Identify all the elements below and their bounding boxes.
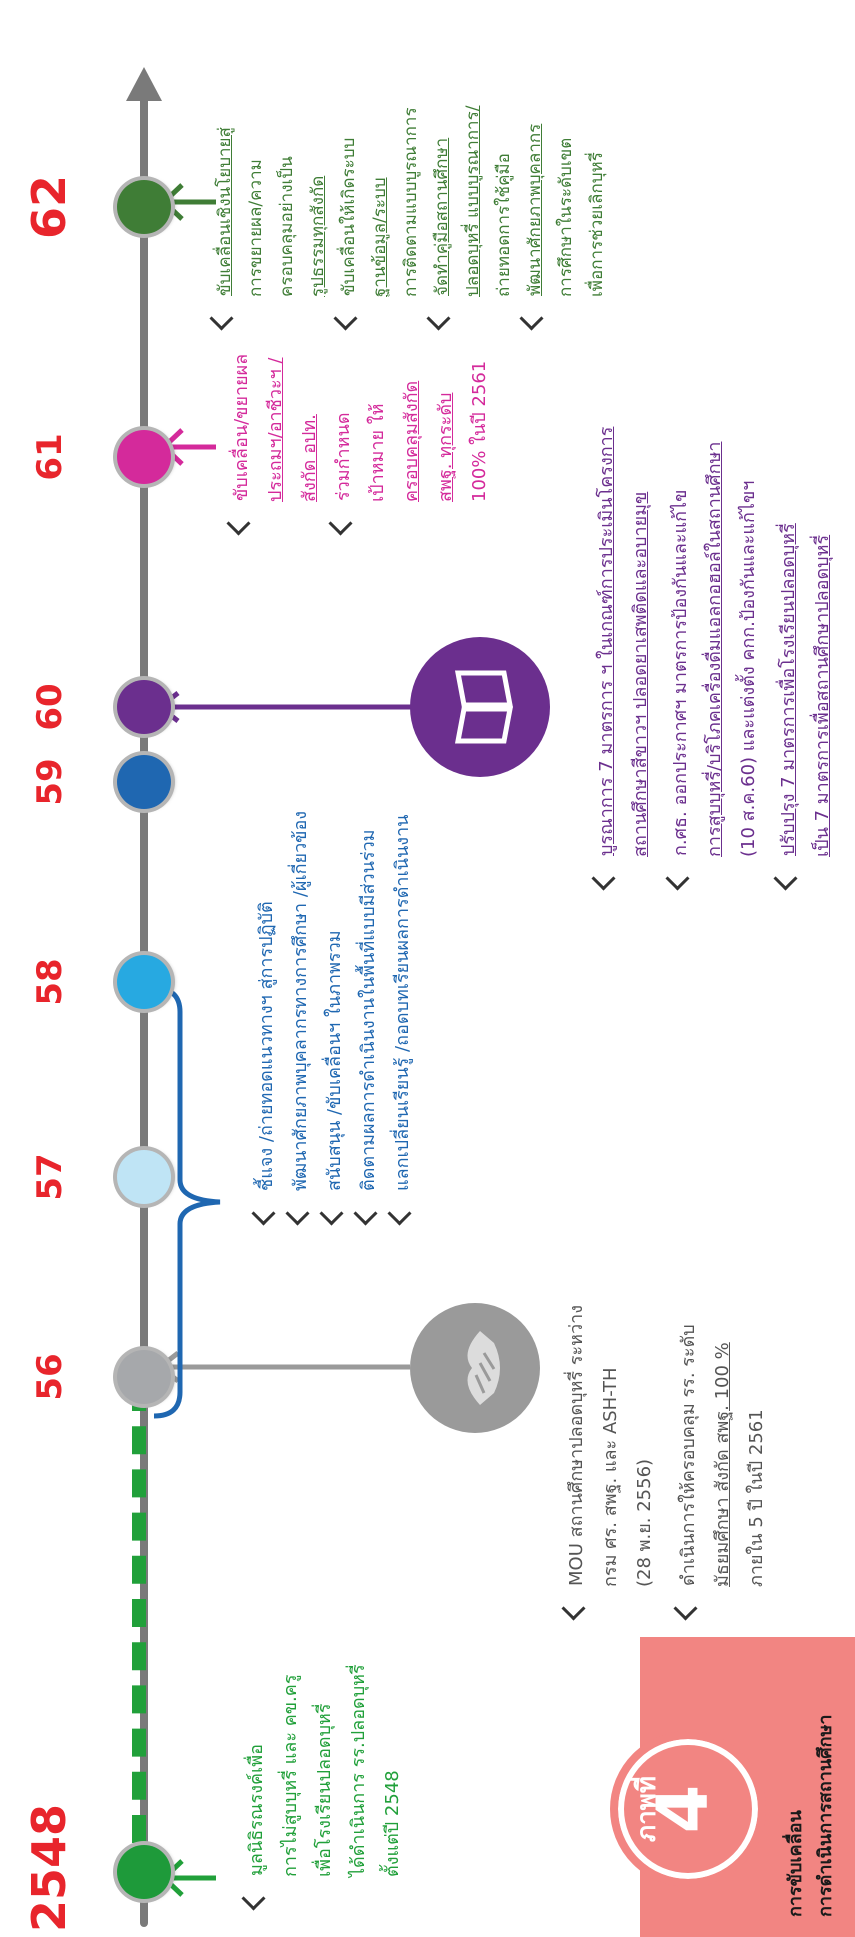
text-62-item4-line3: เพื่อการช่วยเลิกบุหรี่ — [587, 152, 607, 297]
bullet-icon — [665, 866, 690, 891]
text-62: ขับเคลื่อนเชิงนโยบายสู่ การขยายผล/ความ ค… — [209, 105, 613, 331]
text-62-item1-line3: ครอบคลุมอย่างเป็น — [277, 156, 297, 297]
text-56-item1-line3: (28 พ.ย. 2556) — [634, 1458, 655, 1587]
text-60-item1-line1: บูรณาการ 7 มาตรการ ฯ ในเกณฑ์การประเมินโค… — [596, 426, 617, 856]
text-62-item1-line2: การขยายผล/ความ — [246, 159, 266, 297]
text-62-item4-line2: การศึกษาในระดับเขต — [556, 137, 576, 297]
text-60-item1-line2: สถานศึกษาสีขาวฯ ปลอดยาเสพติดและอบายมุข — [630, 491, 651, 857]
text-61-item1-line3: สังกัด อปท. — [299, 414, 320, 502]
timeline-node-61 — [117, 430, 171, 484]
text-56: MOU สถานศึกษาปลอดบุหรี่ ระหว่าง กรม ศร. … — [560, 1304, 774, 1621]
text-62-item3-line2: ปลอดบุหรี่ แบบบูรณาการ/ — [463, 105, 483, 297]
text-56-item2-line1: ดำเนินการให้ครอบคลุม รร. ระดับ — [678, 1324, 699, 1586]
timeline-node-56 — [117, 1350, 171, 1404]
text-61: ขับเคลื่อน/ขยายผล ประถมฯ/อาชีวะฯ / สังกั… — [225, 353, 497, 536]
text-62-item3-line1: จัดทำคู่มือสถานศึกษา — [432, 137, 452, 296]
text-61-item2-line1: ร่วมกำหนด — [333, 412, 354, 501]
text-57-59-item3: สนับสนุน /ขับเคลื่อนฯ ในภาพรวม — [324, 930, 345, 1191]
text-2548-line4: ได้ดำเนินการ รร.ปลอดบุหรี่ — [348, 1664, 369, 1877]
text-2548: มูลนิธิรณรงค์เพื่อ การไม่สูบบุหรี่ และ ค… — [240, 1664, 410, 1911]
text-2548-line2: การไม่สูบบุหรี่ และ คข.ครู — [280, 1674, 301, 1877]
timeline-node-58 — [117, 955, 171, 1009]
bullet-icon — [333, 306, 358, 331]
bullet-icon — [251, 1201, 276, 1226]
text-62-item1-line4: รูปธรรมทุกสังกัด — [308, 175, 328, 297]
figure-caption-line2: การดำเนินการสถานศึกษา — [815, 1714, 836, 1918]
timeline-node-62 — [117, 180, 171, 234]
year-label-62: 62 — [22, 175, 76, 240]
bullet-icon — [387, 1201, 412, 1226]
text-56-item2-line2: มัธยมศึกษา สังกัด สพฐ. 100 % — [712, 1342, 733, 1587]
text-61-item2-line2: เป้าหมาย ให้ — [367, 403, 388, 502]
text-61-item1-line1: ขับเคลื่อน/ขยายผล — [231, 353, 252, 501]
timeline-arrow-head — [126, 67, 162, 101]
text-56-item2-line3: ภายใน 5 ปี ในปี 2561 — [746, 1409, 767, 1587]
year-label-57: 57 — [30, 1153, 70, 1201]
text-62-item1-line1: ขับเคลื่อนเชิงนโยบายสู่ — [215, 127, 235, 296]
bullet-icon — [773, 866, 798, 891]
green-dashed-line — [132, 1383, 146, 1843]
text-60: บูรณาการ 7 มาตรการ ฯ ในเกณฑ์การประเมินโค… — [590, 426, 840, 891]
text-2548-line5: ตั้งแต่ปี 2548 — [382, 1770, 403, 1877]
text-62-item4-line1: พัฒนาศักยภาพบุคลากร — [525, 123, 545, 296]
text-62-item2-line2: ฐานข้อมูล/ระบบ — [370, 177, 390, 297]
text-61-item1-line2: ประถมฯ/อาชีวะฯ / — [265, 357, 286, 502]
figure-badge-number: 4 — [642, 1784, 724, 1834]
bullet-icon — [285, 1201, 310, 1226]
year-label-56: 56 — [30, 1353, 70, 1401]
text-62-item2-line3: การติดตามแบบบูรณาการ — [401, 107, 421, 297]
text-57-59: ชี้แจง /ถ่ายทอดแนวทางฯ สู่การปฏิบัติ พัฒ… — [250, 810, 420, 1226]
text-61-item2-line4: สพฐ. ทุกระดับ — [435, 392, 456, 502]
handshake-icon — [410, 1303, 540, 1433]
text-57-59-item5: แลกเปลี่ยนเรียนรู้ /ถอดบทเรียนผลการดำเนิ… — [392, 814, 413, 1192]
text-60-item2-line2: การสูบบุหรี่/บริโภคเครื่องดื่มแอลกอฮอล์ใ… — [704, 441, 725, 857]
text-60-item3-line1: ปรับปรุง 7 มาตรการเพื่อโรงเรียนปลอดบุหรี… — [778, 523, 799, 856]
bullet-icon — [591, 866, 616, 891]
text-61-item2-line3: ครอบคลุมสังกัด — [401, 380, 422, 502]
year-label-61: 61 — [30, 433, 70, 481]
year-label-60: 60 — [30, 683, 70, 731]
text-56-item1-line1: MOU สถานศึกษาปลอดบุหรี่ ระหว่าง — [566, 1304, 587, 1586]
brace-56-59 — [153, 985, 221, 1419]
bullet-icon — [673, 1596, 698, 1621]
bullet-icon — [328, 511, 353, 536]
year-label-2548: 2548 — [22, 1803, 76, 1932]
connector-60 — [155, 691, 420, 723]
text-60-item2-line1: ก.ศธ. ออกประกาศฯ มาตรการป้องกันและแก้ไข — [670, 489, 691, 856]
timeline-node-57 — [117, 1150, 171, 1204]
text-2548-line3: เพื่อโรงเรียนปลอดบุหรี่ — [314, 1703, 335, 1877]
year-label-58: 58 — [30, 958, 70, 1006]
book-icon — [410, 637, 550, 777]
timeline-node-60 — [117, 680, 171, 734]
bullet-icon — [226, 511, 251, 536]
text-60-item3-line2: เป็น 7 มาตรการเพื่อสถานศึกษาปลอดบุหรี่ — [812, 534, 833, 857]
text-60-item2-line3: (10 ส.ค.60) และแต่งตั้ง คกก.ป้องกันและแก… — [738, 480, 759, 857]
text-2548-line1: มูลนิธิรณรงค์เพื่อ — [246, 1744, 267, 1876]
text-62-item3-line3: ถ่ายทอดการใช้คู่มือ — [494, 153, 514, 297]
bullet-icon — [561, 1596, 586, 1621]
bullet-icon — [209, 306, 234, 331]
bullet-icon — [519, 306, 544, 331]
text-57-59-item2: พัฒนาศักยภาพบุคลากรทางการศึกษา /ผู้เกี่ย… — [290, 810, 311, 1191]
bullet-icon — [319, 1201, 344, 1226]
text-57-59-item1: ชี้แจง /ถ่ายทอดแนวทางฯ สู่การปฏิบัติ — [256, 901, 277, 1191]
text-62-item2-line1: ขับเคลื่อนให้เกิดระบบ — [339, 137, 359, 296]
figure-caption-line1: การขับเคลื่อน — [785, 1810, 806, 1917]
bullet-icon — [241, 1886, 266, 1911]
text-61-item2-line5: 100% ในปี 2561 — [469, 360, 490, 502]
bullet-icon — [426, 306, 451, 331]
bullet-icon — [353, 1201, 378, 1226]
timeline-node-2548 — [117, 1845, 171, 1899]
figure-badge-circle: ภาพที่ 4 — [610, 1731, 766, 1887]
text-56-item1-line2: กรม ศร. สพฐ. และ ASH-TH — [600, 1367, 621, 1587]
timeline-node-59 — [117, 755, 171, 809]
text-57-59-item4: ติดตามผลการดำเนินงานในพื้นที่แบบมีส่วนร่… — [358, 829, 379, 1191]
